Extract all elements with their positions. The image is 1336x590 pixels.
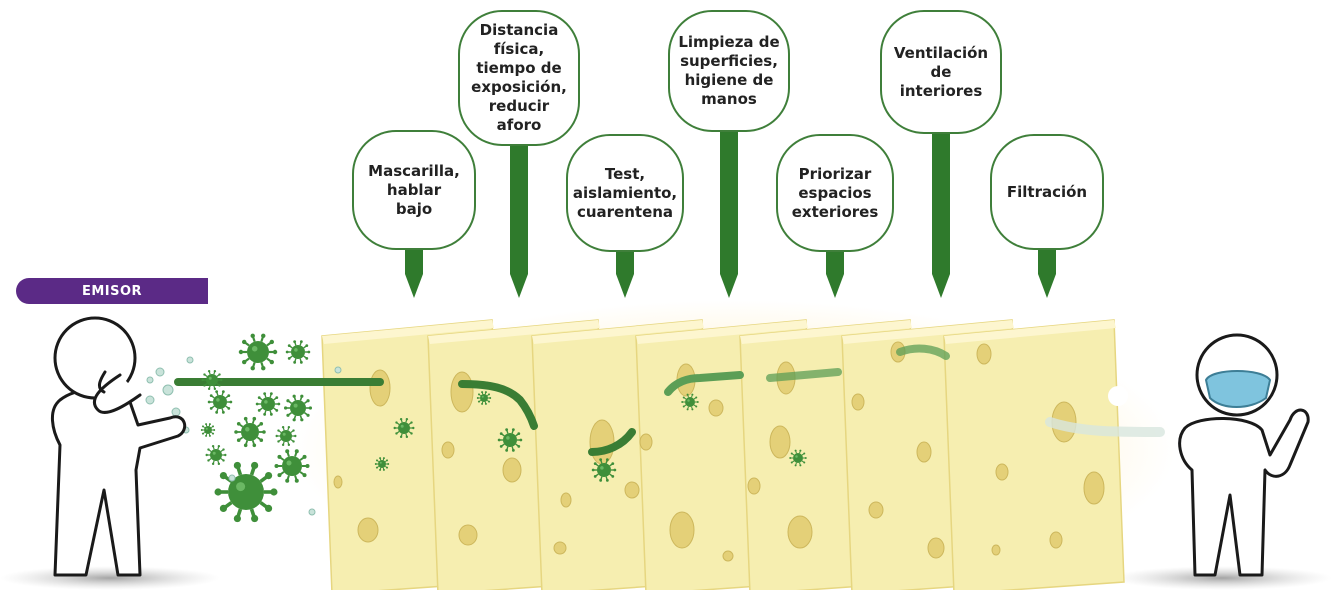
cheese-hole-3-3	[625, 482, 639, 498]
barrier-bubble-1: Mascarilla, hablar bajo	[352, 130, 476, 250]
virus-particle-9	[206, 445, 227, 465]
barrier-label-3: Test, aislamiento, cuarentena	[573, 165, 677, 222]
barrier-pointer-6	[932, 132, 950, 298]
virus-particle-3	[202, 370, 223, 390]
cheese-hole-7-1	[977, 344, 991, 364]
cheese-hole-4-4	[670, 512, 694, 548]
cheese-hole-1-1	[370, 370, 390, 406]
aerosol-droplet-5	[187, 357, 193, 363]
cheese-hole-7-3	[996, 464, 1008, 480]
cheese-hole-4-2	[640, 434, 652, 450]
barrier-pointer-2	[510, 144, 528, 298]
aerosol-droplet-2	[163, 385, 173, 395]
barrier-label-2: Distancia física, tiempo de exposición, …	[471, 21, 567, 135]
cheese-hole-5-3	[748, 478, 760, 494]
barrier-bubble-3: Test, aislamiento, cuarentena	[566, 134, 684, 252]
emitter-shadow	[0, 566, 220, 590]
aerosol-droplet-10	[335, 367, 341, 373]
virus-particle-7	[234, 417, 266, 447]
cheese-hole-2-3	[503, 458, 521, 482]
virus-particle-19	[201, 423, 215, 437]
cheese-hole-7-4	[1084, 472, 1104, 504]
cheese-hole-2-4	[459, 525, 477, 545]
cheese-slice-7	[944, 320, 1124, 590]
cheese-hole-2-1	[451, 372, 473, 412]
virus-particle-8	[276, 426, 297, 446]
virus-particle-11	[215, 462, 278, 522]
cheese-hole-5-2	[770, 426, 790, 458]
cheese-slice-body-7	[944, 320, 1124, 590]
cheese-notch	[1108, 386, 1128, 406]
barrier-bubble-4: Limpieza de superficies, higiene de mano…	[668, 10, 790, 132]
cheese-hole-7-6	[992, 545, 1000, 555]
cheese-hole-7-5	[1050, 532, 1062, 548]
cheese-hole-3-1	[590, 420, 614, 464]
cheese-hole-4-5	[723, 551, 733, 561]
aerosol-droplet-4	[172, 408, 180, 416]
virus-particle-1	[239, 334, 277, 371]
emitter-figure	[52, 318, 184, 575]
cheese-hole-6-5	[928, 538, 944, 558]
cheese-hole-1-4	[334, 476, 342, 488]
emisor-label: EMISOR	[82, 284, 142, 299]
barrier-label-6: Ventilación de interiores	[890, 44, 992, 101]
receiver-shadow	[1112, 566, 1332, 590]
cheese-hole-6-3	[917, 442, 931, 462]
barrier-label-5: Priorizar espacios exteriores	[792, 165, 879, 222]
cheese-hole-4-3	[709, 400, 723, 416]
barrier-pointer-5	[826, 250, 844, 298]
barrier-label-4: Limpieza de superficies, higiene de mano…	[678, 33, 779, 109]
barrier-bubble-2: Distancia física, tiempo de exposición, …	[458, 10, 580, 146]
cheese-hole-1-3	[358, 518, 378, 542]
barrier-label-7: Filtración	[1007, 183, 1087, 202]
cheese-hole-3-4	[554, 542, 566, 554]
barrier-bubble-6: Ventilación de interiores	[880, 10, 1002, 134]
cheese-hole-3-2	[561, 493, 571, 507]
aerosol-droplet-8	[229, 475, 235, 481]
barrier-pointer-4	[720, 130, 738, 298]
cheese-hole-5-4	[788, 516, 812, 548]
aerosol-droplet-9	[309, 509, 315, 515]
barrier-bubble-7: Filtración	[990, 134, 1104, 250]
virus-particle-5	[256, 392, 281, 415]
barrier-pointer-3	[616, 250, 634, 298]
barrier-pointer-7	[1038, 248, 1056, 298]
receiver-mask	[1206, 371, 1270, 407]
aerosol-droplet-1	[156, 368, 164, 376]
cheese-hole-2-2	[442, 442, 454, 458]
barrier-label-1: Mascarilla, hablar bajo	[368, 162, 460, 219]
emisor-badge: EMISOR	[16, 278, 208, 304]
barrier-pointer-1	[405, 248, 423, 298]
cheese-hole-6-2	[852, 394, 864, 410]
virus-particle-2	[286, 340, 311, 363]
cheese-hole-6-4	[869, 502, 883, 518]
aerosol-droplet-6	[147, 377, 153, 383]
aerosol-droplet-3	[146, 396, 154, 404]
barrier-bubble-5: Priorizar espacios exteriores	[776, 134, 894, 252]
virus-particle-4	[208, 390, 233, 413]
